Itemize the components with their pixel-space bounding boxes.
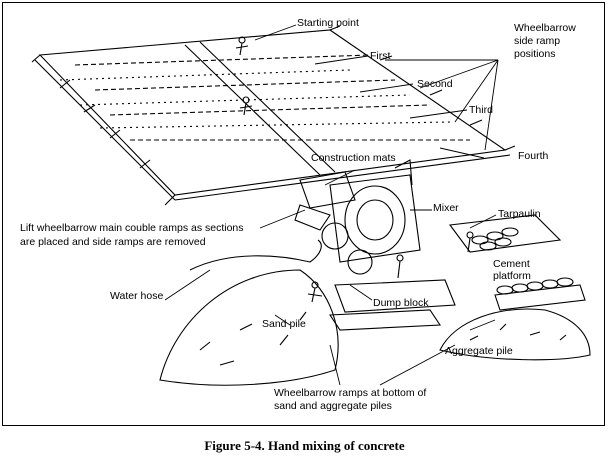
label-tarpaulin: Tarpaulin (498, 208, 541, 220)
figure-frame (2, 2, 605, 426)
water-hose (189, 239, 322, 271)
label-third: Third (469, 104, 493, 116)
sand-pile (159, 269, 339, 386)
bottom-ramps (329, 309, 441, 331)
label-bottom-ramps-line2: sand and aggregate piles (274, 400, 392, 412)
figure-caption: Figure 5-4. Hand mixing of concrete (204, 438, 405, 453)
label-dump-block: Dump block (373, 297, 429, 309)
ramp-first (74, 54, 371, 66)
label-wheelbarrow-line2: side ramp (514, 35, 561, 47)
mixer-drawing (294, 159, 421, 275)
label-wheelbarrow-line3: positions (514, 48, 556, 60)
cement-platform (494, 284, 586, 311)
label-first: First (370, 50, 391, 62)
tarpaulin (448, 214, 562, 253)
label-construction-mats: Construction mats (311, 152, 396, 164)
ramp-second (94, 79, 396, 91)
label-cement-line1: Cement (493, 258, 530, 270)
label-bottom-ramps-line1: Wheelbarrow ramps at bottom of (274, 387, 427, 399)
label-aggregate-pile: Aggregate pile (445, 345, 513, 357)
dump-block (334, 279, 456, 313)
label-wheelbarrow-line1: Wheelbarrow (514, 22, 576, 34)
label-starting-point: Starting point (297, 17, 359, 29)
label-sand-pile: Sand pile (262, 318, 306, 330)
label-fourth: Fourth (518, 150, 549, 162)
label-lift-ramps-line1: Lift wheelbarrow main couble ramps as se… (20, 222, 244, 234)
leader-lines (164, 24, 499, 386)
main-double-ramps (184, 41, 336, 176)
label-cement-line2: platform (493, 270, 531, 282)
label-lift-ramps-line2: are placed and side ramps are removed (20, 236, 206, 248)
label-second: Second (417, 78, 453, 90)
workers (235, 36, 474, 303)
aggregate-pile (439, 308, 591, 361)
label-mixer: Mixer (433, 202, 459, 214)
label-water-hose: Water hose (110, 290, 164, 302)
construction-mats (299, 171, 356, 209)
